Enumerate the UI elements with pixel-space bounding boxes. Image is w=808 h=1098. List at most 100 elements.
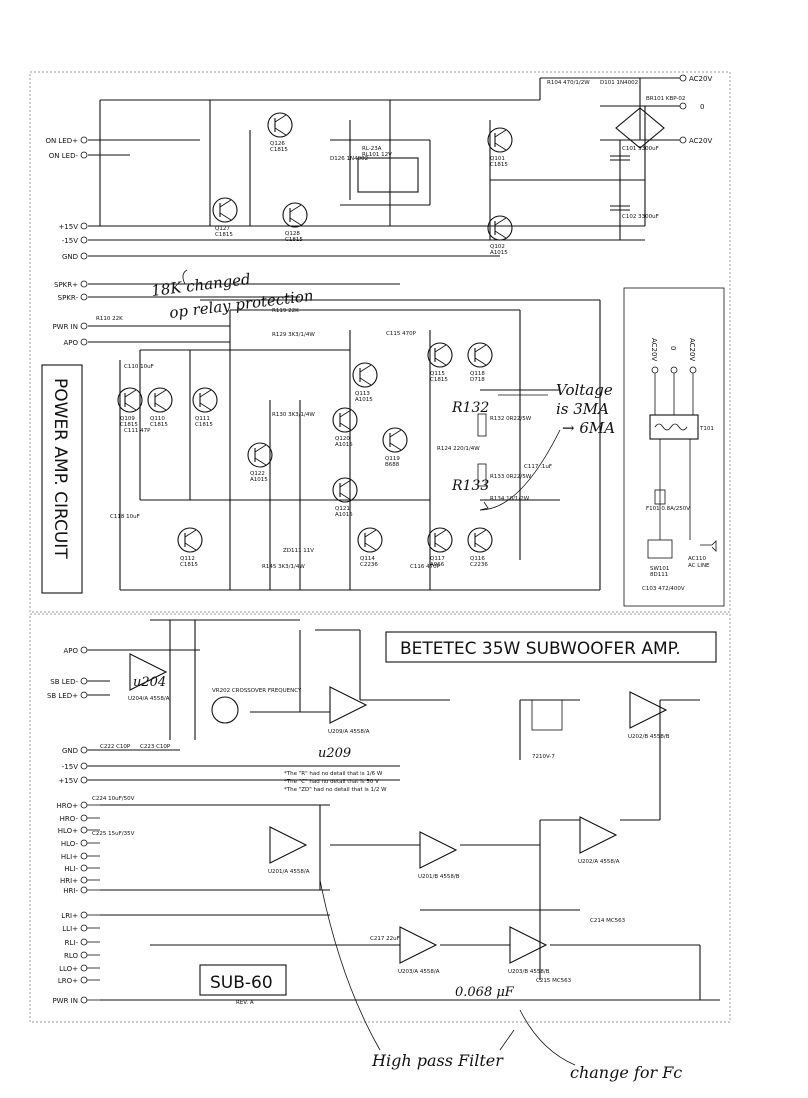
ac-input-connectors: AC20V 0 AC20V bbox=[679, 74, 712, 145]
ac-input-terminal[interactable] bbox=[679, 74, 687, 82]
sub-connector-label: HRO+ bbox=[56, 802, 78, 810]
annotation-r133: R133 bbox=[451, 478, 489, 494]
power-connector-terminal[interactable] bbox=[80, 222, 88, 230]
power-connector-label: APO bbox=[63, 339, 78, 347]
r110-label: R110 22K bbox=[96, 316, 123, 322]
bridge-label: BR101 KBP-02 bbox=[646, 96, 685, 102]
transistor-symbol bbox=[427, 527, 453, 553]
ac-input-terminal-2[interactable] bbox=[679, 136, 687, 144]
power-connector-label: PWR IN bbox=[52, 323, 78, 331]
c222-label: C222 C10P bbox=[100, 744, 131, 750]
sub-connector-label: PWR IN bbox=[52, 997, 78, 1005]
power-connector-terminal[interactable] bbox=[80, 338, 88, 346]
switch-part-label: 8D111 bbox=[650, 572, 668, 578]
bridge-rectifier-symbol bbox=[615, 107, 665, 149]
transistor-part: B688 bbox=[385, 462, 400, 468]
transistor-part: A1015 bbox=[335, 442, 353, 448]
r145-label: R145 3K3/1/4W bbox=[262, 564, 305, 570]
power-connector-label: GND bbox=[62, 253, 78, 261]
c115-label: C115 470P bbox=[386, 331, 417, 337]
transistor-ref: Q116 bbox=[470, 556, 485, 562]
transistor-symbol bbox=[357, 527, 383, 553]
note-resistor: *The "R" had no detail that is 1/6 W bbox=[284, 771, 383, 777]
d126-label: D126 1N4002 bbox=[330, 156, 368, 162]
switch-ref-label: SW101 bbox=[650, 566, 669, 572]
transistor-ref: Q110 bbox=[150, 416, 165, 422]
power-connector-terminal[interactable] bbox=[80, 293, 88, 301]
transformer-symbol bbox=[649, 414, 699, 440]
transistor-ref: Q114 bbox=[360, 556, 375, 562]
transistor-part: D718 bbox=[470, 377, 485, 383]
transistor-symbol bbox=[117, 387, 143, 413]
sub-connector-label: GND bbox=[62, 747, 78, 755]
board-revision: REV. A bbox=[236, 1000, 254, 1006]
sub-connector-label: RLO bbox=[64, 952, 79, 960]
transistor-ref: Q122 bbox=[250, 471, 265, 477]
annotation-cap-value: 0.068 μF bbox=[455, 985, 515, 1000]
t101-tap-3: AC20V bbox=[688, 338, 696, 361]
transistor-symbol bbox=[332, 407, 358, 433]
ac-ground-terminal[interactable] bbox=[679, 102, 687, 110]
sub-connector-label: HRO- bbox=[60, 815, 79, 823]
opamp-symbol bbox=[129, 653, 168, 691]
power-connector-terminal[interactable] bbox=[80, 280, 88, 288]
sub-connector-label: -15V bbox=[62, 763, 78, 771]
r119-label: R119 22K bbox=[272, 308, 299, 314]
transistor-part: A966 bbox=[430, 562, 445, 568]
power-connector-terminal[interactable] bbox=[80, 236, 88, 244]
opamp-symbol bbox=[269, 826, 308, 864]
d101-label: D101 1N4002 bbox=[600, 80, 638, 86]
ac-input-label-3: AC20V bbox=[689, 137, 712, 145]
c110-label: C110 10uF bbox=[124, 364, 154, 370]
sub-connector-label: HRI+ bbox=[60, 877, 78, 885]
q206-transistor-symbol bbox=[211, 696, 239, 724]
opamp-symbol bbox=[509, 926, 548, 964]
ac-input-label-2: 0 bbox=[700, 103, 704, 111]
transistor-symbol bbox=[247, 442, 273, 468]
c217-label: C217 22uF bbox=[370, 936, 400, 942]
ac-line-box bbox=[623, 287, 725, 607]
power-switch-symbol bbox=[647, 539, 673, 559]
sub-annotations: u204 u209 0.068 μF High pass Filter chan… bbox=[133, 675, 682, 1082]
sub-connector-label: APO bbox=[63, 647, 78, 655]
transistor-ref: Q113 bbox=[355, 391, 370, 397]
c224-label: C224 10uF/50V bbox=[92, 796, 135, 802]
sub-title-box bbox=[385, 631, 717, 663]
opamp-symbol bbox=[579, 816, 618, 854]
transistor-part: A1015 bbox=[490, 250, 508, 256]
transistor-part: C1815 bbox=[195, 422, 213, 428]
transistor-ref: Q120 bbox=[335, 436, 350, 442]
power-connector-label: SPKR- bbox=[58, 294, 79, 302]
opamp-label: U203/A 4558/A bbox=[398, 969, 440, 975]
power-connector-terminal[interactable] bbox=[80, 252, 88, 260]
transistor-ref: Q101 bbox=[490, 156, 505, 162]
power-connector-terminal[interactable] bbox=[80, 322, 88, 330]
sub-connector-label: LRI+ bbox=[61, 912, 78, 920]
transistor-part: C1815 bbox=[150, 422, 168, 428]
c117-label: C117 .1uF bbox=[524, 464, 552, 470]
opamp-label: U201/B 4558/B bbox=[418, 874, 460, 880]
transistor-symbol bbox=[212, 197, 238, 223]
annotation-u209: u209 bbox=[318, 746, 351, 761]
transistor-part: C1815 bbox=[215, 232, 233, 238]
r130-label: R130 3K3/1/4W bbox=[272, 412, 315, 418]
power-connector-label: SPKR+ bbox=[54, 281, 78, 289]
sw201-symbol bbox=[531, 699, 563, 731]
r132-resistor bbox=[477, 413, 487, 437]
power-connector-terminal[interactable] bbox=[80, 151, 88, 159]
transistor-part: C1815 bbox=[270, 147, 288, 153]
board-label: SUB-60 bbox=[210, 973, 273, 993]
transistor-symbol bbox=[267, 112, 293, 138]
t101-tap-2: 0 bbox=[669, 346, 677, 350]
transistor-part: C1815 bbox=[490, 162, 508, 168]
ac110-label: AC110 bbox=[688, 556, 707, 562]
power-connector-label: +15V bbox=[58, 223, 78, 231]
c223-label: C223 C10P bbox=[140, 744, 171, 750]
transistor-symbol bbox=[352, 362, 378, 388]
sub-connector-label: HRI- bbox=[63, 887, 78, 895]
power-connector-terminal[interactable] bbox=[80, 136, 88, 144]
sub-connector-label: SB LED+ bbox=[47, 692, 78, 700]
power-connector-label: ON LED+ bbox=[45, 137, 78, 145]
transistor-ref: Q112 bbox=[180, 556, 195, 562]
opamp-symbol bbox=[399, 926, 438, 964]
